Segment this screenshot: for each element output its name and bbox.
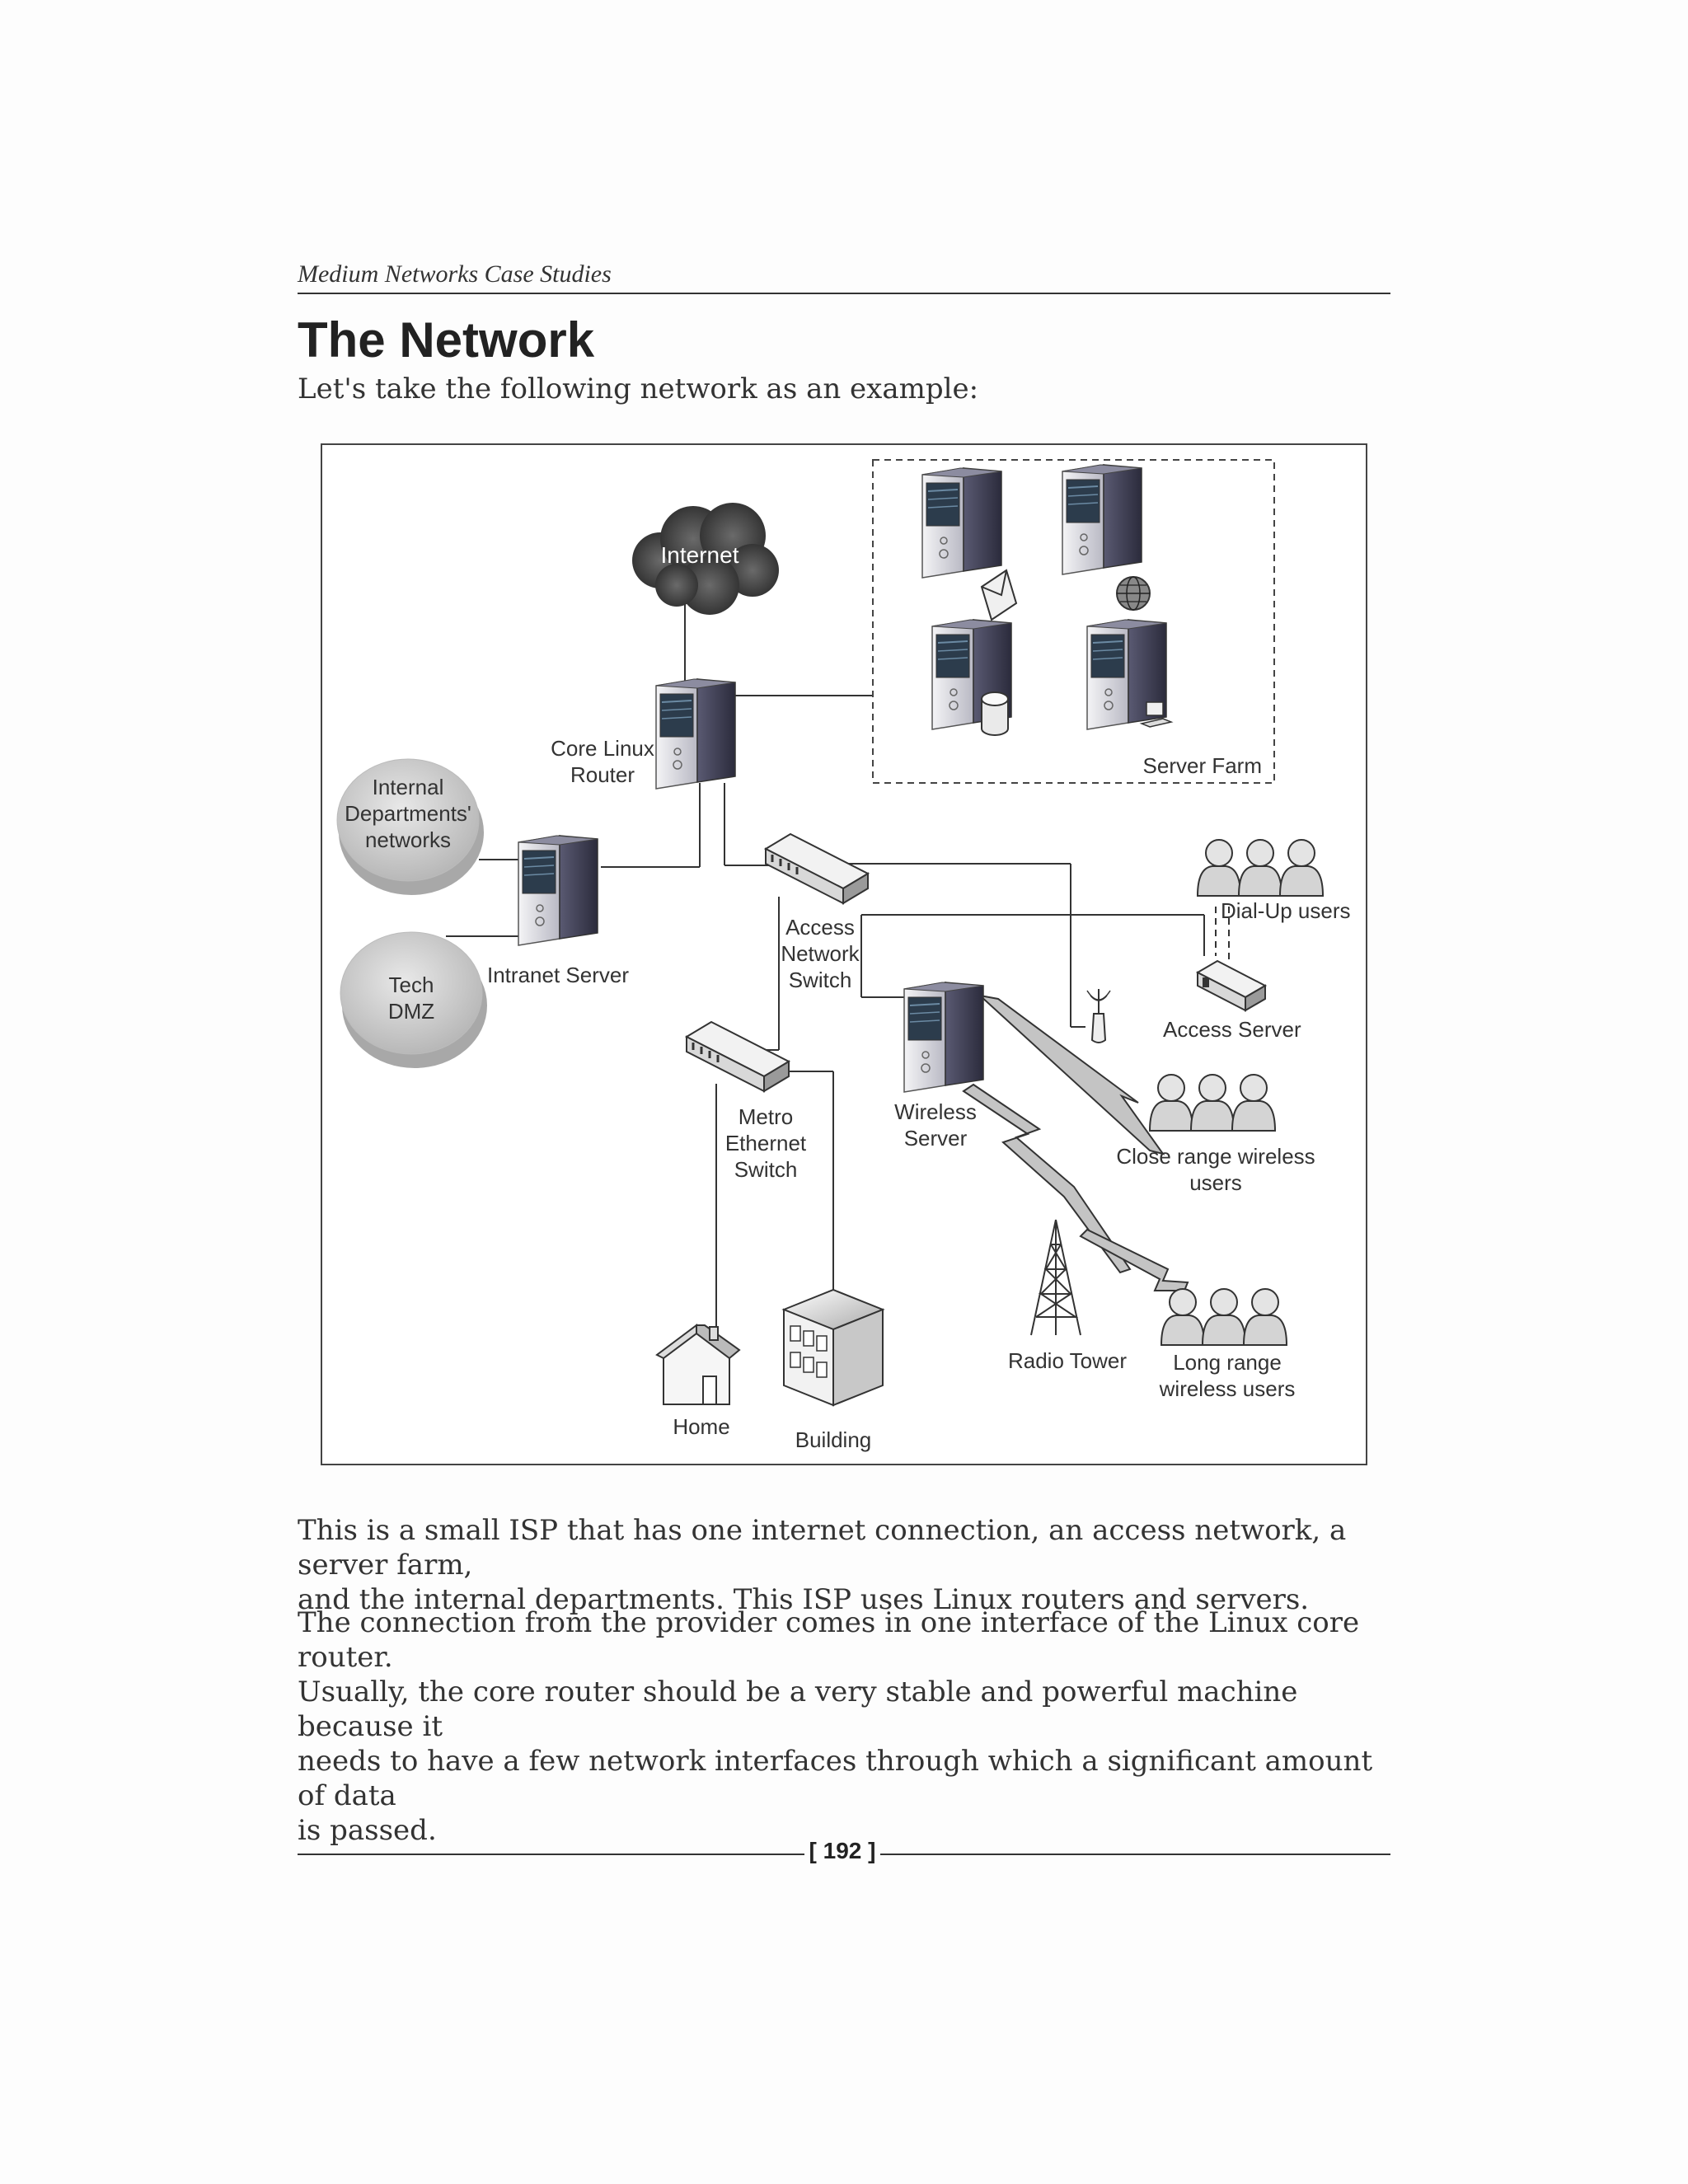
network-diagram: Internet Server Farm Core Linux Router I… bbox=[321, 443, 1367, 1465]
dialup-users-label: Dial-Up users bbox=[1221, 898, 1351, 923]
long-range-label-2: wireless users bbox=[1159, 1376, 1296, 1401]
core-router-label-1: Core Linux bbox=[551, 736, 654, 761]
antenna-icon bbox=[1086, 989, 1111, 1043]
intro-text: Let's take the following network as an e… bbox=[298, 373, 979, 405]
user-group-icon bbox=[1150, 1075, 1275, 1131]
access-switch-label-2: Network bbox=[781, 941, 860, 966]
access-server-icon bbox=[1195, 959, 1268, 1012]
close-range-label-1: Close range wireless bbox=[1116, 1144, 1315, 1169]
server-farm-label: Server Farm bbox=[1143, 753, 1262, 778]
internal-networks-label-1: Internal bbox=[373, 775, 444, 799]
user-group-icon bbox=[1198, 840, 1323, 896]
metro-switch-label-2: Ethernet bbox=[725, 1131, 807, 1155]
wireless-server-label-1: Wireless bbox=[894, 1099, 977, 1124]
tech-dmz-label-1: Tech bbox=[389, 972, 434, 997]
tech-dmz-disc bbox=[340, 931, 487, 1068]
server-tower-icon bbox=[655, 678, 736, 790]
house-icon bbox=[655, 1324, 741, 1405]
building-icon bbox=[781, 1288, 885, 1407]
page-number: [ 192 ] bbox=[809, 1838, 876, 1863]
internal-networks-label-2: Departments' bbox=[345, 801, 471, 826]
server-tower-icon bbox=[518, 835, 598, 946]
footer-rule-left bbox=[298, 1854, 804, 1855]
mail-icon bbox=[980, 569, 1018, 621]
long-range-label-1: Long range bbox=[1173, 1350, 1282, 1375]
header-rule bbox=[298, 293, 1390, 294]
database-icon bbox=[981, 691, 1009, 736]
internal-networks-disc bbox=[336, 758, 484, 895]
paragraph-2-line-4: is passed. bbox=[298, 1814, 437, 1847]
footer-rule-right bbox=[880, 1854, 1390, 1855]
home-label: Home bbox=[673, 1414, 729, 1439]
paragraph-2-line-3: needs to have a few network interfaces t… bbox=[298, 1745, 1373, 1812]
lightning-link-icon bbox=[962, 994, 1189, 1291]
building-label: Building bbox=[795, 1427, 872, 1452]
server-tower-icon bbox=[903, 982, 984, 1093]
tech-dmz-label-2: DMZ bbox=[388, 999, 434, 1024]
server-farm-box bbox=[872, 459, 1275, 784]
access-switch-label-1: Access bbox=[785, 915, 855, 940]
radio-tower-icon bbox=[1030, 1219, 1081, 1336]
workstation-icon bbox=[1139, 701, 1174, 728]
radio-tower-label: Radio Tower bbox=[1008, 1348, 1127, 1373]
paragraph-1-line-2: and the internal departments. This ISP u… bbox=[298, 1583, 1310, 1616]
switch-icon bbox=[764, 832, 870, 905]
user-group-icon bbox=[1161, 1289, 1287, 1345]
metro-switch-label-3: Switch bbox=[734, 1157, 798, 1182]
wireless-server-label-2: Server bbox=[904, 1126, 968, 1151]
internet-label: Internet bbox=[661, 542, 739, 568]
connection-lines bbox=[446, 604, 1205, 1335]
internal-networks-label-3: networks bbox=[365, 827, 451, 852]
paragraph-1-line-1: This is a small ISP that has one interne… bbox=[298, 1514, 1347, 1582]
switch-icon bbox=[685, 1020, 790, 1093]
intranet-server-label: Intranet Server bbox=[487, 963, 629, 987]
core-router-label-2: Router bbox=[570, 762, 635, 787]
globe-icon bbox=[1116, 576, 1151, 611]
server-tower-icon bbox=[921, 467, 1002, 579]
section-title: The Network bbox=[298, 312, 595, 368]
paragraph-2-line-1: The connection from the provider comes i… bbox=[298, 1606, 1360, 1674]
cloud-icon bbox=[632, 503, 779, 615]
server-tower-icon bbox=[1062, 464, 1142, 575]
paragraph-2-line-2: Usually, the core router should be a ver… bbox=[298, 1675, 1298, 1743]
metro-switch-label-1: Metro bbox=[738, 1104, 793, 1129]
access-switch-label-3: Switch bbox=[789, 968, 852, 992]
access-server-label: Access Server bbox=[1163, 1017, 1301, 1042]
running-header: Medium Networks Case Studies bbox=[298, 260, 612, 288]
dialup-dashed-links bbox=[1215, 907, 1230, 964]
paragraph-2: The connection from the provider comes i… bbox=[298, 1605, 1390, 1848]
close-range-label-2: users bbox=[1189, 1170, 1242, 1195]
paragraph-1: This is a small ISP that has one interne… bbox=[298, 1513, 1390, 1617]
